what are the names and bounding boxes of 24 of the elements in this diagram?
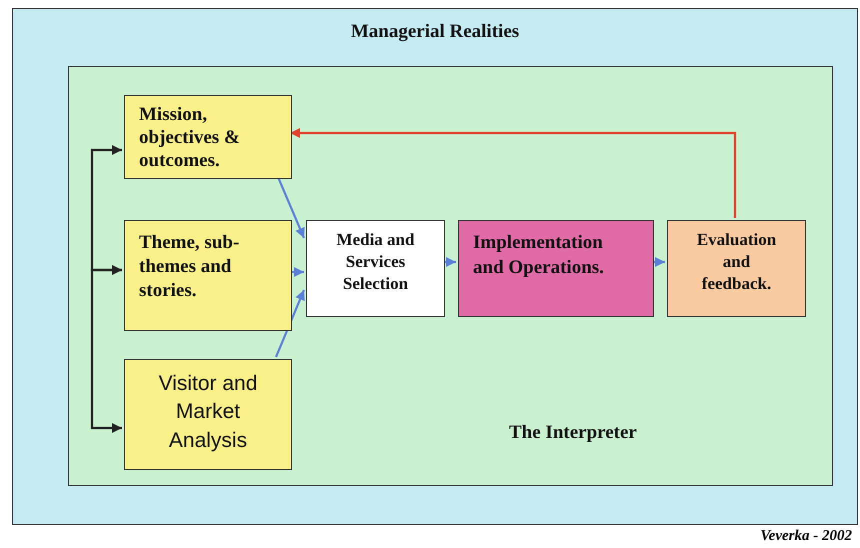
arrow xyxy=(290,128,736,218)
box-label: Visitor and Market Analysis xyxy=(158,371,258,454)
arrow xyxy=(443,257,456,267)
box-label: Media and Services Selection xyxy=(336,229,416,296)
arrow xyxy=(290,267,304,277)
panel-title: Managerial Realities xyxy=(350,21,520,43)
credit-note: Veverka - 2002 xyxy=(760,528,852,545)
outer-panel xyxy=(12,8,858,525)
panel-title: The Interpreter xyxy=(509,422,637,444)
arrow xyxy=(652,257,665,267)
process-box xyxy=(124,359,292,470)
arrow xyxy=(90,265,122,433)
box-label: Theme, sub-themes and stories. xyxy=(139,231,240,302)
box-label: Implementation and Operations. xyxy=(473,231,605,280)
arrow xyxy=(274,290,306,358)
process-box xyxy=(667,220,806,317)
process-box xyxy=(124,220,292,331)
arrow xyxy=(276,176,306,238)
process-box xyxy=(124,95,292,179)
box-label: Evaluation and feedback. xyxy=(696,229,778,296)
inner-panel xyxy=(68,66,833,486)
process-box xyxy=(306,220,445,317)
box-label: Mission, objectives & outcomes. xyxy=(139,104,241,172)
process-box xyxy=(458,220,654,317)
